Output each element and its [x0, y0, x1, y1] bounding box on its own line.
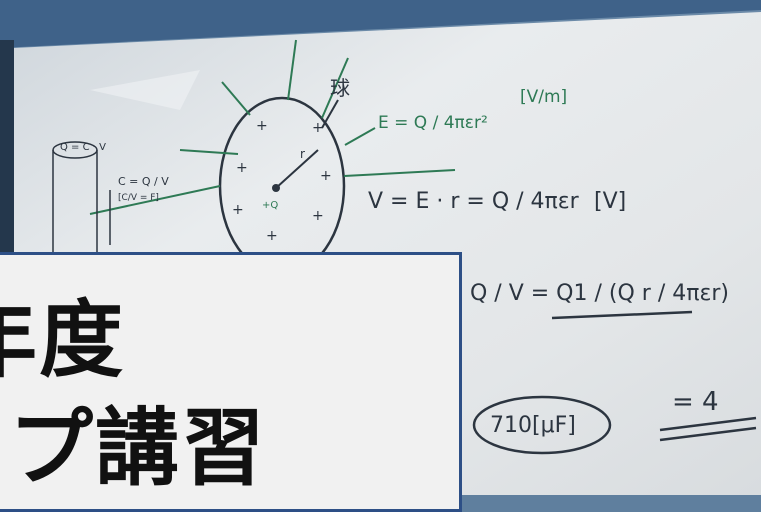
formula-capacitance: C = Q / V	[118, 175, 169, 188]
field-arrows	[89, 39, 456, 215]
result-right: = 4	[672, 387, 719, 417]
svg-text:+: +	[256, 118, 268, 134]
svg-text:+: +	[312, 120, 324, 136]
formula-potential: V = E · r = Q / 4πεr	[368, 189, 580, 214]
radius-label: r	[300, 147, 305, 161]
svg-text:+: +	[236, 160, 248, 176]
caption-line-2: ップ講習	[0, 398, 268, 497]
result-circled: 710[μF]	[490, 413, 576, 438]
caption-panel: 年度 ップ講習	[0, 252, 462, 512]
capacitance-unit: [C/V = F]	[118, 193, 159, 203]
formula-charge: Q = C · V	[60, 142, 106, 153]
svg-text:+: +	[320, 168, 332, 184]
field-unit: [V/m]	[520, 87, 567, 107]
potential-unit: [V]	[594, 189, 626, 214]
capacitor-sketch	[52, 141, 111, 260]
frame-top	[0, 0, 761, 48]
sphere-label: 球	[330, 76, 350, 100]
formula-field: E = Q / 4πεr²	[378, 113, 488, 133]
plus-charges: + + + + + + +	[232, 118, 332, 244]
caption-line-1: 年度	[0, 290, 126, 389]
svg-text:+: +	[232, 202, 244, 218]
result-circle	[472, 395, 612, 455]
charge-label: +Q	[262, 200, 278, 211]
svg-text:+: +	[312, 208, 324, 224]
svg-text:+: +	[266, 228, 278, 244]
ratio-fraction: Q / V = Q1 / (Q r / 4πεr)	[470, 281, 729, 306]
